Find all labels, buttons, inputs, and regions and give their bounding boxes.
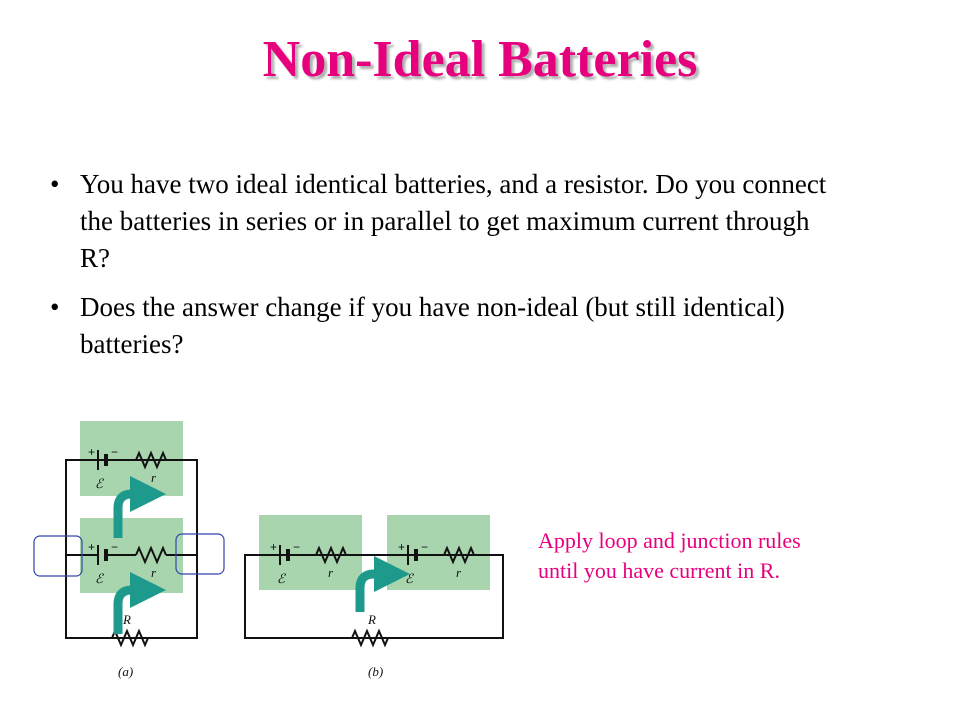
note-line-1: Apply loop and junction rules — [538, 528, 801, 553]
plus-sign-b1: + — [270, 540, 277, 554]
plus-sign-b2: + — [398, 540, 405, 554]
resistor-r-b2 — [443, 545, 475, 565]
note-line-2: until you have current in R. — [538, 558, 780, 583]
caption-a: (a) — [118, 664, 133, 679]
loop-rule-note: Apply loop and junction rules until you … — [538, 526, 801, 586]
circuit-b: + − ℰ r + − ℰ r R (b) — [244, 515, 504, 679]
bullet-item-2: Does the answer change if you have non-i… — [44, 289, 834, 363]
emf-label-a1: ℰ — [95, 476, 104, 491]
minus-sign-a2: − — [111, 540, 118, 554]
plus-sign-a1: + — [88, 445, 95, 459]
minus-sign-b2: − — [421, 540, 428, 554]
minus-sign-b1: − — [293, 540, 300, 554]
circuit-a: + − ℰ r + − ℰ r R (a) — [33, 421, 225, 679]
caption-b: (b) — [368, 664, 383, 679]
emf-label-b1: ℰ — [277, 571, 286, 586]
junction-highlight-left — [33, 535, 83, 577]
emf-label-b2: ℰ — [405, 571, 414, 586]
plus-sign-a2: + — [88, 540, 95, 554]
resistor-r-b1 — [315, 545, 347, 565]
loop-arrow-icon-a2 — [113, 572, 166, 634]
resistor-r-a2 — [135, 545, 167, 565]
bullet-list: You have two ideal identical batteries, … — [44, 166, 834, 375]
r-label-b2: r — [456, 565, 462, 580]
R-label-b: R — [367, 612, 376, 627]
emf-label-a2: ℰ — [95, 571, 104, 586]
R-label-a: R — [122, 612, 131, 627]
r-label-b1: r — [328, 565, 334, 580]
resistor-R-b — [351, 628, 389, 648]
resistor-r-a1 — [135, 450, 167, 470]
bullet-item-1: You have two ideal identical batteries, … — [44, 166, 834, 277]
slide-title: Non-Ideal Batteries — [262, 31, 698, 88]
junction-highlight-right — [175, 533, 225, 575]
loop-arrow-icon-a1 — [113, 476, 166, 538]
minus-sign-a1: − — [111, 445, 118, 459]
loop-arrow-icon-b — [355, 556, 410, 612]
